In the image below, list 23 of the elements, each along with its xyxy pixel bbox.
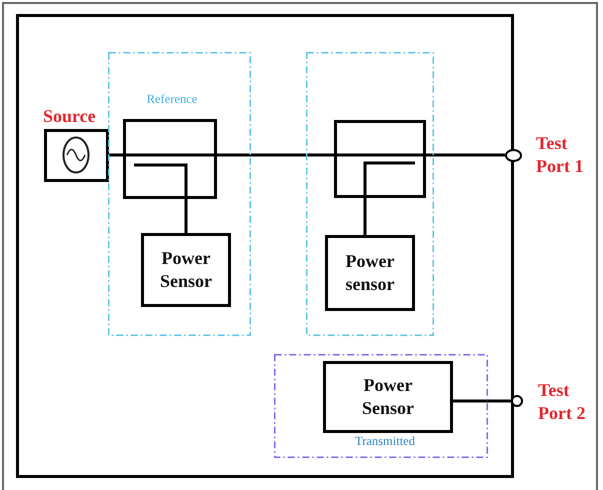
connection-line — [364, 198, 366, 235]
dashed-frame — [108, 52, 251, 336]
group-label: Reference — [146, 91, 198, 107]
enclosure-box — [16, 14, 514, 478]
coupler-box — [123, 119, 217, 199]
node-label: Power Sensor — [360, 374, 415, 420]
port-label: Test Port 1 — [536, 132, 584, 178]
connection-line — [426, 154, 505, 156]
connection-line — [184, 199, 188, 233]
port-label: Test Port 2 — [538, 379, 586, 425]
node-label: Power Sensor — [158, 247, 213, 293]
dashed-frame — [306, 52, 434, 336]
node-label: Power sensor — [344, 250, 396, 296]
group-label: Transmitted — [354, 433, 416, 449]
sensor-box — [323, 361, 453, 433]
coupler-box — [334, 120, 426, 198]
dashed-frame — [274, 354, 488, 458]
sensor-box — [325, 235, 415, 311]
connection-line — [453, 400, 511, 402]
sensor-box — [141, 233, 231, 307]
node-heading: Source — [43, 105, 97, 128]
connection-line — [109, 154, 123, 156]
connection-line — [217, 154, 334, 156]
